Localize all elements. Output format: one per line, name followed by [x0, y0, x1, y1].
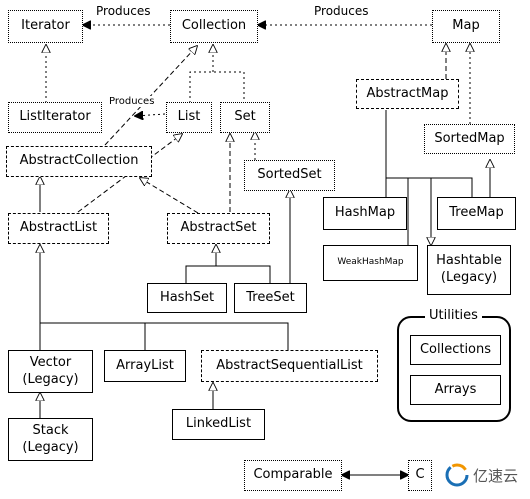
abstractset-extends-abstractcollection: [140, 178, 199, 214]
list-set-extends-collection: [189, 45, 245, 103]
node-comparable: Comparable: [244, 460, 342, 491]
node-abstractsequentiallist: AbstractSequentialList: [201, 350, 378, 382]
node-comparator: C: [408, 460, 432, 491]
node-arrays: Arrays: [410, 375, 501, 405]
abstractcollection-implements-collection: [104, 46, 197, 146]
mapimpls-extend-abstractmap: [385, 110, 473, 245]
hashset-treeset-extends-abstractset: [185, 245, 271, 283]
node-abstractcollection: AbstractCollection: [6, 146, 152, 177]
node-listiterator: ListIterator: [8, 102, 102, 133]
node-weakhashmap: WeakHashMap: [323, 245, 418, 281]
node-arraylist: ArrayList: [104, 350, 186, 382]
node-sortedset: SortedSet: [244, 160, 335, 191]
hashtable-name: Hashtable: [436, 253, 502, 269]
node-treeset: TreeSet: [234, 283, 307, 313]
node-set: Set: [220, 102, 270, 133]
vector-name: Vector: [29, 354, 72, 370]
node-hashtable: Hashtable (Legacy): [427, 245, 511, 295]
node-list: List: [166, 102, 212, 133]
node-hashset: HashSet: [147, 283, 227, 313]
utilities-title: Utilities: [425, 308, 482, 323]
watermark-logo-icon: [445, 463, 469, 487]
node-sortedmap: SortedMap: [424, 124, 515, 154]
node-abstractlist: AbstractList: [8, 213, 109, 244]
node-map: Map: [432, 10, 500, 43]
node-stack: Stack (Legacy): [8, 418, 93, 461]
utilities-group: [397, 316, 511, 422]
node-iterator: Iterator: [8, 10, 83, 43]
node-abstractmap: AbstractMap: [356, 79, 459, 109]
lists-extend-abstractlist: [40, 245, 289, 350]
watermark: 亿速云: [445, 462, 523, 488]
node-vector: Vector (Legacy): [8, 350, 93, 393]
node-collections: Collections: [410, 335, 501, 365]
svg-text:亿速云: 亿速云: [473, 467, 518, 485]
stack-name: Stack: [32, 422, 69, 438]
node-hashmap: HashMap: [323, 197, 407, 230]
node-treemap: TreeMap: [437, 197, 516, 230]
stack-legacy: (Legacy): [22, 439, 79, 455]
hashtable-legacy: (Legacy): [440, 270, 498, 285]
produces-listiterator-label: Produces: [109, 96, 155, 107]
produces-list-iterator-arrow: [135, 114, 166, 116]
produces-map-label: Produces: [314, 4, 369, 18]
produces-iterator-label: Produces: [96, 4, 151, 18]
node-abstractset: AbstractSet: [167, 213, 270, 244]
watermark-text: 亿速云: [473, 467, 518, 485]
node-collection: Collection: [170, 10, 258, 43]
vector-legacy: (Legacy): [22, 371, 79, 387]
node-linkedlist: LinkedList: [172, 409, 265, 440]
